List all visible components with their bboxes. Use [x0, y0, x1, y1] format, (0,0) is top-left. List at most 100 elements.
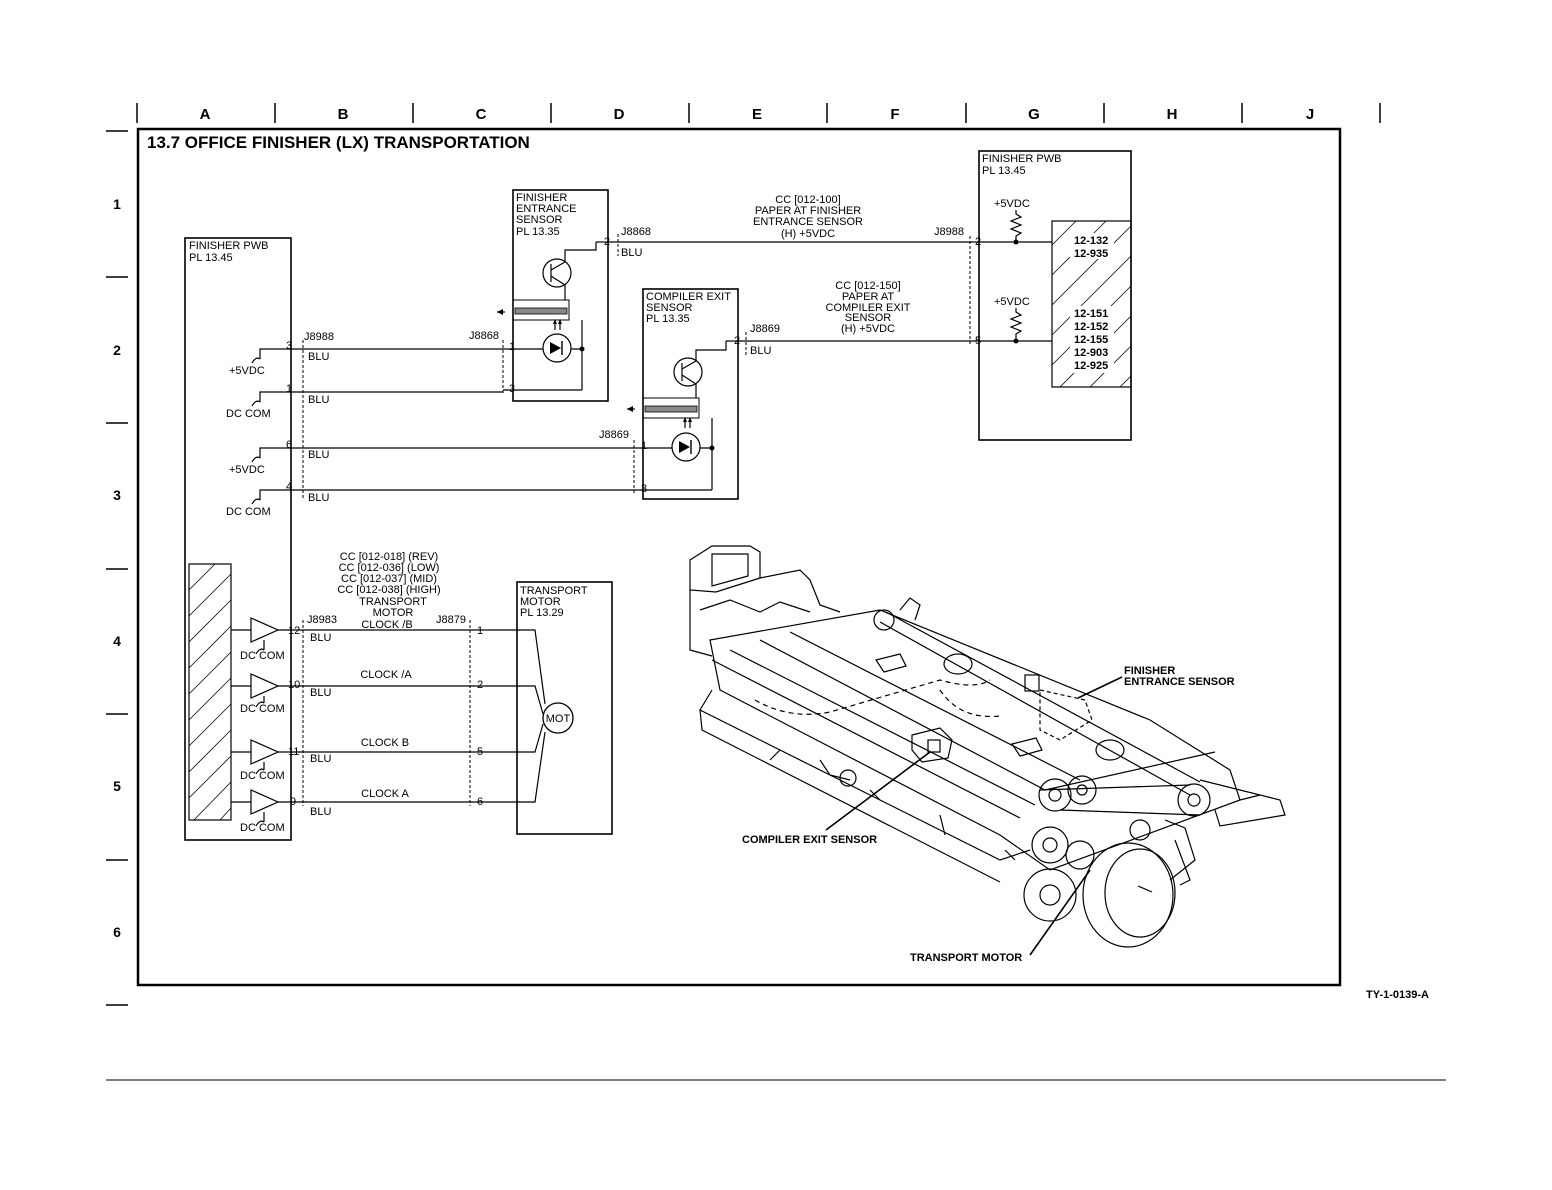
cc-motor-1: CC [012-018] (REV) — [340, 551, 438, 563]
row-label-2: 2 — [113, 342, 121, 358]
callout-transport-motor: TRANSPORT MOTOR — [910, 952, 1022, 964]
pwb-code-12-925: 12-925 — [1074, 360, 1108, 372]
cc-compiler-3: COMPILER EXIT — [826, 302, 911, 314]
compiler-sensor-line2: SENSOR — [646, 302, 693, 314]
dccom-label-1: DC COM — [226, 408, 271, 420]
wire-color-4: BLU — [308, 492, 329, 504]
motor-drivers — [231, 617, 291, 827]
column-label-e: E — [752, 106, 762, 123]
signal-clock-b: CLOCK B — [361, 737, 409, 749]
connector-j8988-left-label: J8988 — [304, 331, 334, 343]
callout-entrance-line1: FINISHER — [1124, 665, 1175, 677]
wire-color-2: BLU — [308, 394, 329, 406]
column-label-f: F — [890, 106, 899, 123]
transport-motor-line2: MOTOR — [520, 596, 561, 608]
connector-j8868-right-label: J8868 — [621, 226, 651, 238]
cc-entrance-1: CC [012-100] — [775, 194, 840, 206]
pwb-code-12-151: 12-151 — [1074, 308, 1108, 320]
dccom-label-6: DC COM — [240, 822, 285, 834]
cc-entrance-4: (H) +5VDC — [781, 228, 835, 240]
cc-compiler-2: PAPER AT — [842, 291, 894, 303]
column-label-j: J — [1306, 106, 1314, 123]
pwb-code-12-903: 12-903 — [1074, 347, 1108, 359]
finisher-entrance-sensor: FINISHER ENTRANCE SENSOR PL 13.35 — [497, 189, 609, 402]
document-id: TY-1-0139-A — [1366, 989, 1429, 1001]
dccom-label-5: DC COM — [240, 770, 285, 782]
transport-motor-pl: PL 13.29 — [520, 607, 564, 619]
pin-2-motor: 2 — [477, 679, 483, 691]
pwb-code-12-155: 12-155 — [1074, 334, 1108, 346]
pin-3-left: 3 — [286, 340, 292, 352]
vdc-label-2: +5VDC — [229, 464, 265, 476]
callout-compiler-exit-sensor: COMPILER EXIT SENSOR — [742, 834, 877, 846]
column-label-h: H — [1167, 106, 1178, 123]
diagram-frame — [136, 127, 1342, 987]
transport-motor: TRANSPORT MOTOR PL 13.29 MOT — [509, 581, 613, 835]
finisher-pwb-left-name: FINISHER PWB — [189, 240, 268, 252]
dccom-label-4: DC COM — [240, 703, 285, 715]
wire-color-6: BLU — [750, 345, 771, 357]
cc-motor-6: MOTOR — [373, 607, 414, 619]
left-power-refs: +5VDC DC COM +5VDC DC COM — [226, 348, 291, 518]
pin-5-pwb: 5 — [975, 335, 981, 347]
column-label-a: A — [200, 106, 211, 123]
row-label-6: 6 — [113, 924, 121, 940]
pin-12: 12 — [288, 625, 300, 637]
entrance-sensor-pl: PL 13.35 — [516, 226, 560, 238]
vdc-label-pwb-1: +5VDC — [994, 198, 1030, 210]
wire-color-10: BLU — [310, 806, 331, 818]
cc-compiler-5: (H) +5VDC — [841, 323, 895, 335]
dccom-label-3: DC COM — [240, 650, 285, 662]
pin-5-motor: 5 — [477, 746, 483, 758]
connector-j8879-label: J8879 — [436, 614, 466, 626]
compiler-sensor-pl: PL 13.35 — [646, 313, 690, 325]
compiler-exit-sensor: COMPILER EXIT SENSOR PL 13.35 — [627, 288, 739, 500]
pin-6-left: 6 — [286, 439, 292, 451]
finisher-pwb-right: FINISHER PWB PL 13.45 12-132 12-935 12-1… — [970, 150, 1132, 441]
callout-entrance-line2: ENTRANCE SENSOR — [1124, 676, 1235, 688]
transport-motor-line1: TRANSPORT — [520, 585, 588, 597]
column-label-b: B — [338, 106, 349, 123]
wire-color-9: BLU — [310, 753, 331, 765]
cc-compiler-1: CC [012-150] — [835, 280, 900, 292]
cc-motor-5: TRANSPORT — [359, 596, 427, 608]
connector-j8869-right-label: J8869 — [750, 323, 780, 335]
cc-motor-4: CC [012-038] (HIGH) — [337, 584, 440, 596]
vdc-label-pwb-2: +5VDC — [994, 296, 1030, 308]
finisher-pwb-right-pl: PL 13.45 — [982, 165, 1026, 177]
pwb-code-12-152: 12-152 — [1074, 321, 1108, 333]
finisher-pwb-left-pl: PL 13.45 — [189, 252, 233, 264]
column-label-g: G — [1028, 106, 1040, 123]
column-label-d: D — [614, 106, 625, 123]
diagram-title: 13.7 OFFICE FINISHER (LX) TRANSPORTATION — [147, 133, 530, 152]
entrance-sensor-line2: ENTRANCE — [516, 203, 577, 215]
entrance-sensor-line1: FINISHER — [516, 192, 567, 204]
column-grid: A B C D E F G H J — [136, 103, 1381, 123]
pin-3-entrance: 3 — [509, 383, 515, 395]
pin-4-left: 4 — [286, 481, 292, 493]
connector-j8868-left-label: J8868 — [469, 330, 499, 342]
pwb-code-12-935: 12-935 — [1074, 248, 1108, 260]
pin-6-motor: 6 — [477, 796, 483, 808]
finisher-mechanism-illustration — [689, 545, 1286, 948]
signal-clock-a: CLOCK A — [361, 788, 409, 800]
wire-color-3: BLU — [308, 449, 329, 461]
row-label-5: 5 — [113, 778, 121, 794]
motor-symbol-label: MOT — [546, 713, 571, 725]
signal-clock-na: CLOCK /A — [360, 669, 412, 681]
cc-motor-7: CLOCK /B — [361, 619, 412, 631]
compiler-sensor-line1: COMPILER EXIT — [646, 291, 731, 303]
wire-color-5: BLU — [621, 247, 642, 259]
connector-j8869-left-label: J8869 — [599, 429, 629, 441]
cc-compiler-4: SENSOR — [845, 312, 892, 324]
vdc-label-1: +5VDC — [229, 365, 265, 377]
row-label-3: 3 — [113, 487, 121, 503]
entrance-sensor-line3: SENSOR — [516, 214, 563, 226]
finisher-pwb-right-name: FINISHER PWB — [982, 153, 1061, 165]
connector-j8983-label: J8983 — [307, 614, 337, 626]
wire-color-7: BLU — [310, 632, 331, 644]
wire-color-8: BLU — [310, 687, 331, 699]
pin-1-motor: 1 — [477, 625, 483, 637]
pin-2-pwb: 2 — [975, 236, 981, 248]
